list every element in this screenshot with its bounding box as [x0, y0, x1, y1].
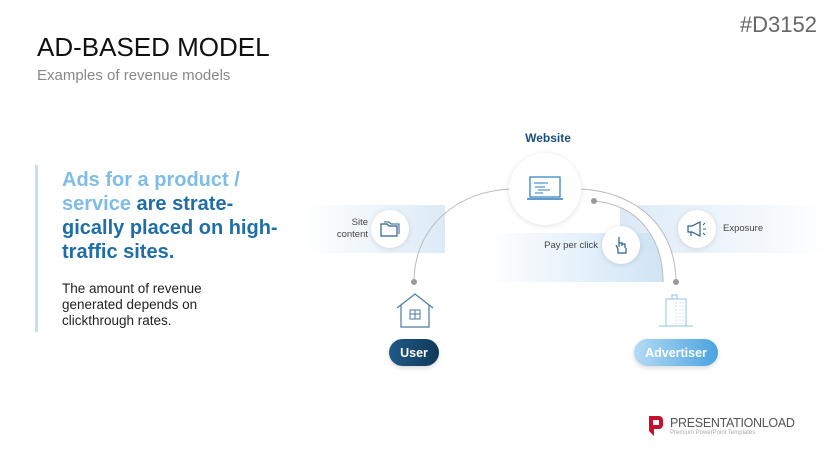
slide-subtitle: Examples of revenue models — [37, 67, 231, 84]
site-content-label: Site content — [336, 217, 368, 240]
user-pill: User — [389, 339, 439, 366]
website-node — [509, 153, 581, 225]
site-content-node — [371, 210, 409, 248]
slide-code: #D3152 — [739, 12, 817, 37]
accent-bar — [35, 165, 38, 332]
website-label: Website — [525, 131, 571, 145]
advertiser-arc — [579, 188, 677, 283]
logo-name: PRESENTATIONLOAD — [670, 416, 795, 430]
body-text: The amount of revenue generated depends … — [62, 281, 202, 328]
user-arc — [413, 188, 513, 283]
pay-per-click-label: Pay per click — [544, 240, 598, 251]
folders-icon — [380, 221, 400, 237]
hand-pointer-icon — [615, 237, 627, 254]
headline-highlight: Ads for a product / service — [62, 169, 240, 215]
logo-tagline: Premium PowerPoint Templates — [670, 430, 756, 436]
megaphone-icon — [687, 221, 706, 237]
exposure-label: Exposure — [723, 223, 764, 234]
headline: Ads for a product / service are strate-g… — [62, 168, 282, 264]
house-icon — [396, 293, 434, 328]
pay-dot — [591, 198, 597, 204]
exposure-node — [678, 210, 716, 248]
slide-title: AD-BASED MODEL — [37, 32, 270, 62]
laptop-icon — [527, 176, 563, 200]
advertiser-pill: Advertiser — [634, 339, 718, 366]
presentationload-logo-icon — [649, 416, 663, 436]
headline-rest: are strate-gically placed on high-traffi… — [62, 193, 278, 263]
building-icon — [659, 294, 693, 327]
user-dot — [411, 279, 417, 285]
exposure-arc-band — [580, 189, 676, 282]
logo: PRESENTATIONLOAD Premium PowerPoint Temp… — [648, 415, 795, 437]
pay-per-click-node — [602, 226, 640, 264]
advertiser-dot — [673, 279, 679, 285]
pay-arc — [593, 200, 664, 283]
